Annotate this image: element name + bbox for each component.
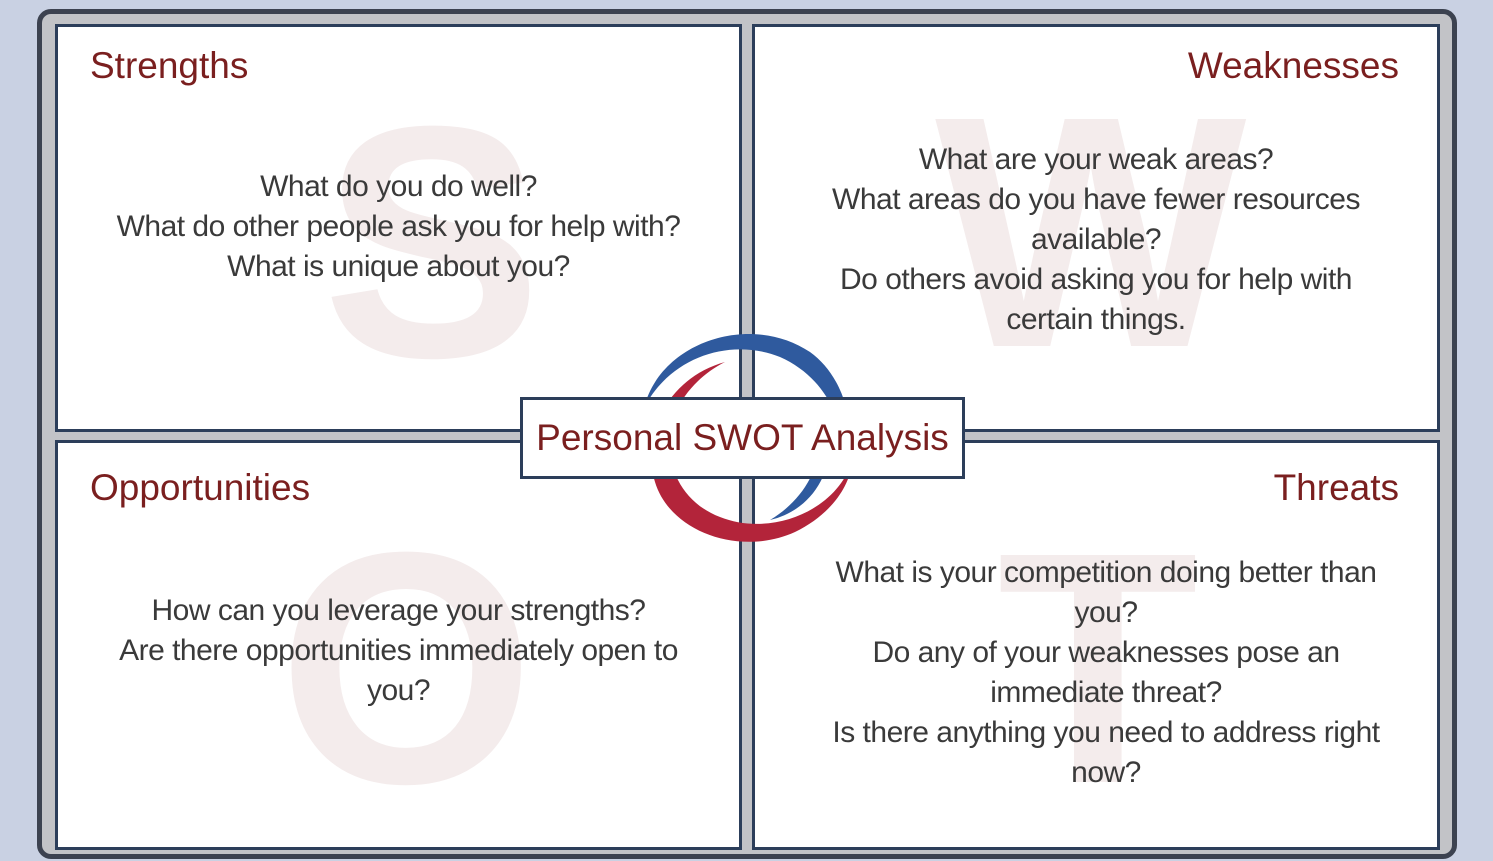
title-box: Personal SWOT Analysis (520, 397, 965, 479)
question-line: Do any of your weaknesses pose an (872, 636, 1340, 669)
strengths-heading: Strengths (90, 45, 249, 86)
question-line: What do other people ask you for help wi… (116, 210, 681, 243)
question-line: What are your weak areas? (918, 143, 1274, 176)
question-line: How can you leverage your strengths? (151, 594, 646, 627)
strengths-questions: What do you do well? What do other peopl… (68, 167, 729, 287)
question-line: What areas do you have fewer resources (832, 183, 1360, 216)
question-line: What is your competition doing better th… (835, 556, 1377, 589)
question-line: available? (1030, 223, 1162, 256)
question-line: you? (1074, 596, 1138, 629)
threats-questions: What is your competition doing better th… (785, 553, 1427, 793)
opportunities-heading: Opportunities (90, 467, 311, 508)
threats-heading: Threats (1273, 467, 1399, 508)
question-line: you? (366, 674, 431, 707)
question-line: immediate threat? (990, 676, 1222, 709)
diagram-title: Personal SWOT Analysis (536, 417, 949, 458)
weaknesses-questions: What are your weak areas? What areas do … (795, 140, 1397, 340)
question-line: What do you do well? (260, 170, 537, 203)
question-line: Are there opportunities immediately open… (119, 634, 678, 667)
question-line: Is there anything you need to address ri… (832, 716, 1380, 749)
opportunities-questions: How can you leverage your strengths? Are… (68, 591, 729, 711)
question-line: What is unique about you? (227, 250, 570, 283)
weaknesses-heading: Weaknesses (1187, 45, 1399, 86)
question-line: now? (1071, 756, 1141, 789)
question-line: Do others avoid asking you for help with (840, 263, 1352, 296)
question-line: certain things. (1006, 303, 1186, 336)
